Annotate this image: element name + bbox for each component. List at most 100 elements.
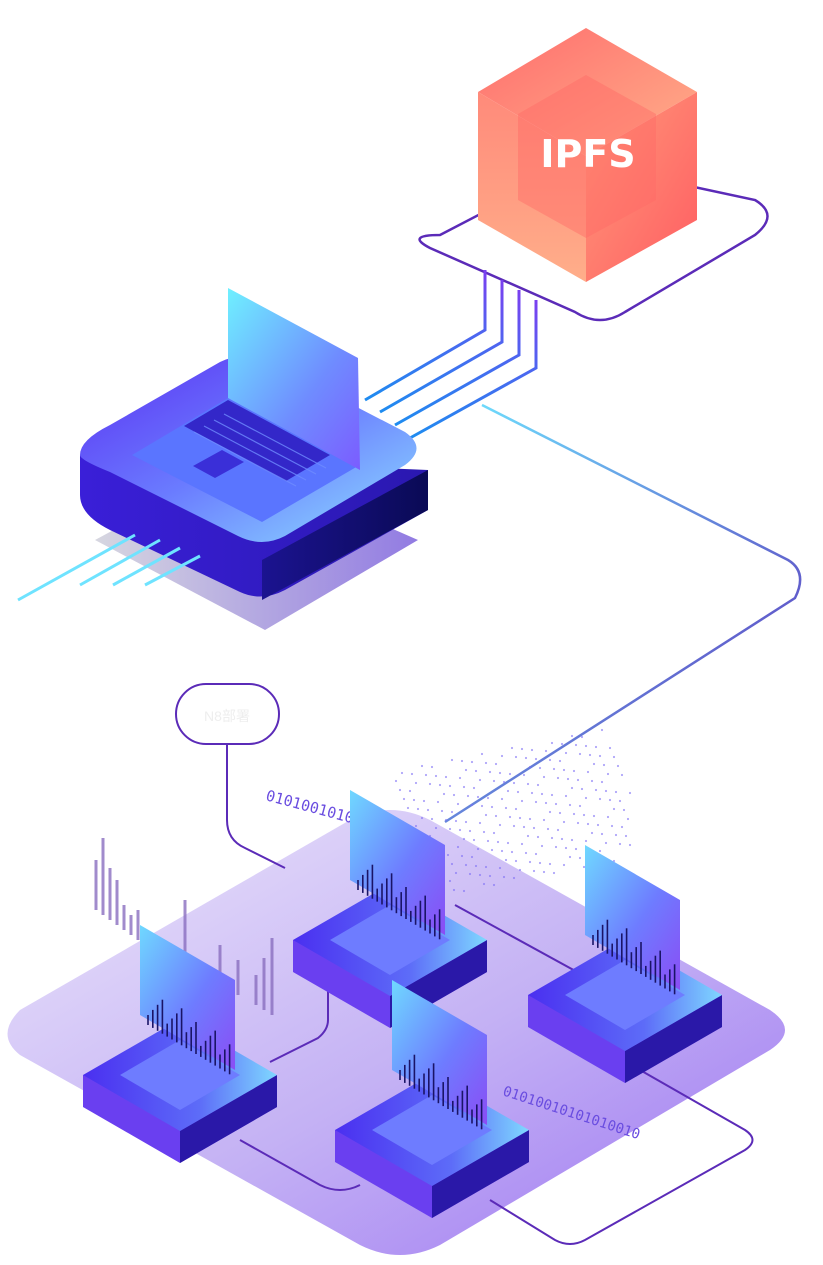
data-dot <box>558 759 562 763</box>
data-dot <box>458 776 462 780</box>
data-dot <box>582 865 586 869</box>
data-dot <box>484 761 488 765</box>
node-base-side-dark <box>180 1075 277 1163</box>
data-dot <box>416 807 420 811</box>
data-dot <box>478 873 482 877</box>
network-connectors <box>239 904 754 1245</box>
data-dot <box>438 783 442 787</box>
data-dot <box>450 810 454 814</box>
node-label-bubble: N8部署 <box>175 683 286 869</box>
data-dot <box>604 841 608 845</box>
data-dot <box>498 823 502 827</box>
data-dot <box>620 773 624 777</box>
data-dot <box>622 808 626 812</box>
data-dot <box>516 790 520 794</box>
laptop-icon <box>132 288 360 522</box>
data-dot <box>554 845 558 849</box>
data-dot <box>616 764 620 768</box>
data-dot <box>606 815 610 819</box>
data-dot <box>590 831 594 835</box>
data-dot <box>400 771 404 775</box>
data-dot <box>486 839 490 843</box>
data-dot <box>566 777 570 781</box>
data-dot <box>540 844 544 848</box>
data-dot <box>460 854 464 858</box>
data-dot <box>544 801 548 805</box>
node-label-text: N8部署 <box>204 708 250 724</box>
data-dot <box>482 830 486 834</box>
data-dot <box>600 832 604 836</box>
data-dot <box>580 787 584 791</box>
data-dot <box>532 869 536 873</box>
data-dot <box>560 837 564 841</box>
data-dot <box>592 762 596 766</box>
data-dot <box>462 837 466 841</box>
monitor-screen <box>585 845 680 990</box>
monitor-node <box>528 845 722 1083</box>
data-dot <box>620 825 624 829</box>
data-dot <box>414 781 418 785</box>
data-dot <box>472 786 476 790</box>
data-dot <box>500 754 504 758</box>
node-base-side-dark <box>432 1130 529 1218</box>
data-dot <box>558 811 562 815</box>
data-dot <box>596 823 600 827</box>
data-dot <box>570 734 574 738</box>
data-dot <box>448 784 452 788</box>
binary-stream-top: 01010010101 <box>264 786 365 829</box>
data-dot <box>410 772 414 776</box>
data-dot <box>556 776 560 780</box>
data-dot <box>450 758 454 762</box>
data-dot <box>474 769 478 773</box>
data-dot <box>584 796 588 800</box>
data-dot <box>474 864 478 868</box>
data-dot <box>562 768 566 772</box>
data-dot <box>506 789 510 793</box>
monitor-screen <box>350 790 445 935</box>
monitor-bar-chart <box>147 999 231 1075</box>
data-dot <box>542 870 546 874</box>
data-dot <box>528 860 532 864</box>
data-dot <box>548 810 552 814</box>
laptop-cable-lines <box>17 533 201 602</box>
monitor-screen <box>392 980 487 1125</box>
monitor-node <box>83 925 277 1163</box>
data-dot <box>538 861 542 865</box>
data-dot <box>576 821 580 825</box>
data-dot <box>564 846 568 850</box>
data-dot <box>550 836 554 840</box>
data-dot <box>512 824 516 828</box>
data-dot <box>534 852 538 856</box>
data-dot <box>488 874 492 878</box>
data-dot <box>412 798 416 802</box>
data-dot <box>492 779 496 783</box>
data-dot <box>406 806 410 810</box>
data-dot <box>612 755 616 759</box>
data-dot <box>446 853 450 857</box>
data-dot <box>574 743 578 747</box>
data-dot <box>562 820 566 824</box>
data-dot <box>628 843 632 847</box>
data-dot <box>460 759 464 763</box>
data-dot <box>572 769 576 773</box>
data-dot <box>452 888 456 892</box>
data-dot <box>482 882 486 886</box>
data-dot <box>626 817 630 821</box>
data-dot <box>454 819 458 823</box>
data-dot <box>612 807 616 811</box>
data-dot <box>510 850 514 854</box>
data-dot <box>526 782 530 786</box>
data-dot <box>510 746 514 750</box>
data-dot <box>394 779 398 783</box>
data-dot <box>454 871 458 875</box>
data-dot <box>434 774 438 778</box>
data-dot <box>408 789 412 793</box>
data-dot <box>476 795 480 799</box>
data-dot <box>576 778 580 782</box>
data-dot <box>564 751 568 755</box>
data-dot <box>470 803 474 807</box>
data-dot <box>518 816 522 820</box>
data-dot <box>472 838 476 842</box>
data-dot <box>398 788 402 792</box>
data-dot <box>452 793 456 797</box>
